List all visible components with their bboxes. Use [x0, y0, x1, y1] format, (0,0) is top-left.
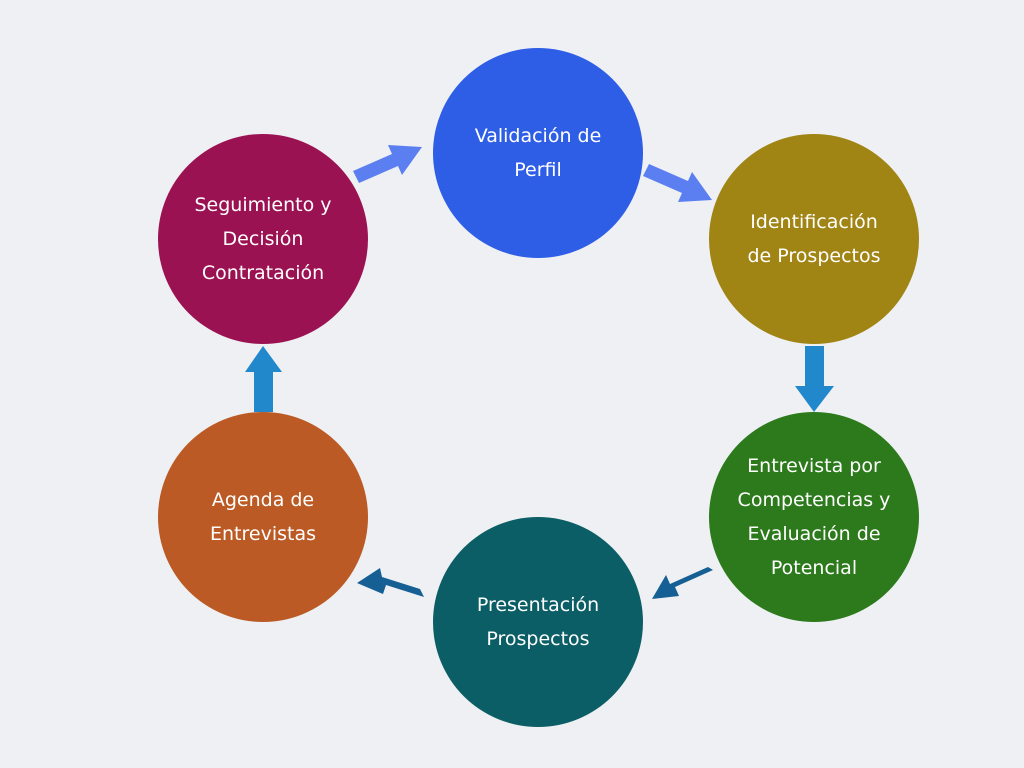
step-label: Presentación Prospectos: [476, 594, 600, 650]
step-presentacion-prospectos: Presentación Prospectos: [433, 517, 643, 727]
arrow-entrevista-to-presentacion: [652, 567, 713, 599]
arrow-validacion-to-identificacion: [643, 164, 712, 202]
arrow-seguimiento-to-validacion: [353, 145, 422, 183]
step-seguimiento-y-decision: Seguimiento y Decisión Contratación: [158, 134, 368, 344]
step-label: Entrevista por Competencias y Evaluación…: [737, 455, 891, 579]
step-identificacion-de-prospectos: Identificación de Prospectos: [709, 134, 919, 344]
step-label: Identificación de Prospectos: [747, 211, 881, 267]
step-label: Validación de Perfil: [474, 125, 602, 181]
step-entrevista-por-competencias: Entrevista por Competencias y Evaluación…: [709, 412, 919, 622]
step-agenda-de-entrevistas: Agenda de Entrevistas: [158, 412, 368, 622]
step-label: Agenda de Entrevistas: [210, 489, 316, 545]
arrow-agenda-to-seguimiento: [245, 346, 282, 412]
step-validacion-de-perfil: Validación de Perfil: [433, 48, 643, 258]
step-label: Seguimiento y Decisión Contratación: [194, 194, 332, 284]
arrow-presentacion-to-agenda: [357, 568, 424, 597]
arrow-identificacion-to-entrevista: [795, 346, 834, 412]
